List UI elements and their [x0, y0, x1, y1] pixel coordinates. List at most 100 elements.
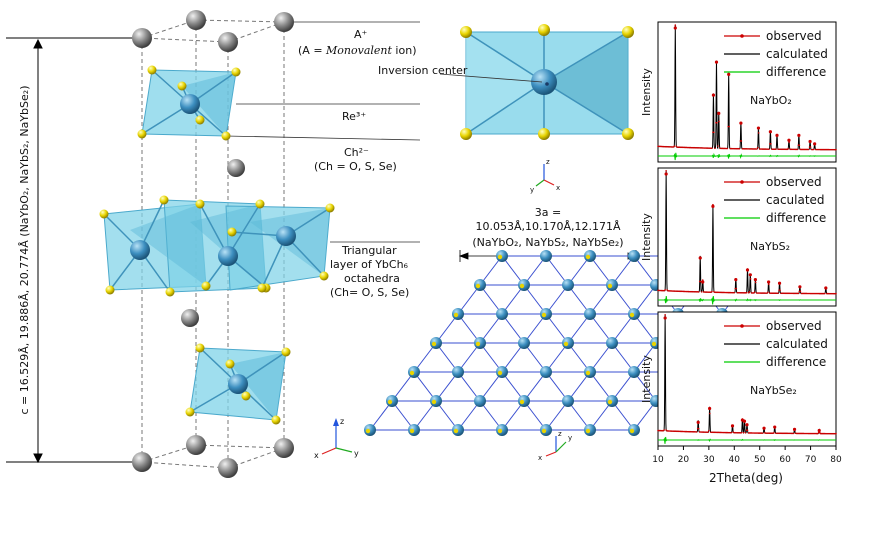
lattice-yb-atom — [452, 424, 464, 436]
lattice-yb-atom — [430, 337, 442, 349]
lattice-label-2: 10.053Å,10.170Å,12.171Å — [475, 220, 621, 233]
lattice-yb-atom — [386, 395, 398, 407]
observed-peak — [698, 256, 702, 260]
difference-line — [658, 436, 836, 444]
lattice-ch-atom — [585, 428, 591, 434]
lattice-ch-atom — [453, 312, 459, 318]
legend-entry: difference — [766, 355, 826, 369]
observed-peak — [734, 278, 738, 282]
lattice-yb-atom — [496, 308, 508, 320]
lattice-ch-atom — [453, 428, 459, 434]
lattice-yb-atom — [452, 308, 464, 320]
observed-peak — [817, 428, 821, 433]
unit-cell: c = 16.529Å, 19.886Å, 20.774Å (NaYbO₂, N… — [6, 10, 421, 478]
observed-peak — [792, 427, 797, 431]
lattice-yb-atom — [628, 308, 640, 320]
lattice-yb-atom — [628, 250, 640, 262]
lattice-ch-atom — [409, 428, 415, 434]
observed-peak — [711, 93, 716, 97]
observed-peak — [824, 286, 828, 290]
observed-peak — [745, 268, 750, 272]
svg-text:x: x — [538, 454, 542, 462]
legend-entry: observed — [766, 175, 822, 189]
x-tick-label: 70 — [805, 455, 817, 465]
observed-peak — [708, 406, 712, 411]
lattice-ch-atom — [563, 341, 569, 347]
lattice-yb-atom — [408, 424, 420, 436]
structure-labels: A⁺ (A = Monovalent ion) Re³⁺ Ch²⁻ (Ch = … — [298, 28, 416, 299]
lattice-yb-atom — [562, 337, 574, 349]
x-tick-label: 30 — [703, 455, 715, 465]
lattice-yb-atom — [540, 424, 552, 436]
observed-peak — [813, 142, 817, 146]
lattice-yb-atom — [540, 308, 552, 320]
lattice-ch-atom — [607, 399, 613, 405]
lattice-ch-atom — [519, 283, 525, 289]
octahedra-layer — [103, 199, 331, 293]
observed-peak — [798, 285, 802, 289]
lattice-ch-atom — [629, 312, 635, 318]
lattice-ch-atom — [607, 283, 613, 289]
lattice-ch-atom — [409, 370, 415, 376]
ch-atoms — [99, 65, 335, 425]
observed-peak — [664, 172, 668, 176]
lattice-yb-atom — [606, 337, 618, 349]
x-axis-label: 2Theta(deg) — [709, 471, 783, 485]
observed-peak — [762, 426, 766, 430]
layer-label-4: (Ch= O, S, Se) — [330, 286, 409, 299]
observed-peak — [753, 278, 757, 282]
inversion-octahedron: Inversion center z y x — [378, 24, 634, 194]
c-axis-label: c = 16.529Å, 19.886Å, 20.774Å (NaYbO₂, N… — [18, 86, 31, 415]
observed-peak — [797, 133, 801, 137]
lattice-yb-atom — [584, 366, 596, 378]
x-tick-label: 50 — [754, 455, 766, 465]
axis-y-label: y — [354, 449, 359, 458]
lattice-yb-atom — [474, 395, 486, 407]
legend-entry: difference — [766, 211, 826, 225]
lattice-yb-atom — [474, 279, 486, 291]
lattice-yb-atom — [518, 395, 530, 407]
lattice-yb-atom — [628, 424, 640, 436]
observed-peak — [730, 424, 735, 428]
x-tick-label: 40 — [729, 455, 741, 465]
observed-peak — [673, 26, 677, 30]
lattice-ch-atom — [475, 283, 481, 289]
lattice-ch-atom — [629, 428, 635, 434]
legend-entry: observed — [766, 319, 822, 333]
observed-peak — [717, 111, 721, 115]
observed-points — [657, 169, 837, 295]
lattice-label-1: 3a = — [535, 206, 561, 219]
compound-label: NaYbS₂ — [750, 240, 790, 253]
observed-peak — [696, 420, 700, 424]
lattice-yb-atom — [584, 308, 596, 320]
observed-peak — [777, 281, 782, 285]
lattice-yb-atom — [540, 366, 552, 378]
lattice-ch-atom — [475, 341, 481, 347]
observed-peak — [748, 273, 752, 277]
lattice-yb-atom — [364, 424, 376, 436]
y-axis-label: Intensity — [640, 355, 653, 403]
observed-peak — [808, 139, 812, 144]
observed-peak — [714, 60, 719, 64]
lattice-label-3: (NaYbO₂, NaYbS₂, NaYbSe₂) — [472, 236, 623, 249]
layer-label-3: octahedra — [344, 272, 400, 285]
lattice-ch-atom — [497, 254, 503, 260]
compound-label: NaYbSe₂ — [750, 384, 797, 397]
legend-entry: calculated — [766, 337, 828, 351]
observed-peak — [787, 138, 791, 142]
lattice-yb-atom — [606, 395, 618, 407]
lattice-ch-atom — [585, 370, 591, 376]
lattice-ch-atom — [651, 341, 657, 347]
lattice-ch-atom — [541, 312, 547, 318]
lattice-yb-atom — [496, 424, 508, 436]
difference-line — [658, 152, 836, 161]
svg-text:y: y — [568, 434, 572, 442]
c-axis-bracket — [6, 37, 136, 464]
lattice-yb-atom — [540, 250, 552, 262]
na-atoms — [132, 10, 294, 478]
x-tick-label: 80 — [830, 455, 842, 465]
observed-peak — [739, 121, 743, 125]
